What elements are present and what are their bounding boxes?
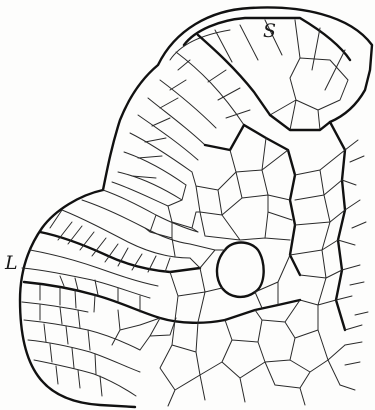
central-wall-2 bbox=[205, 125, 244, 150]
central-cells-1 bbox=[192, 138, 290, 215]
large-central-cell bbox=[217, 243, 264, 297]
central-cells-2 bbox=[200, 195, 292, 240]
left-arc-10 bbox=[28, 340, 140, 372]
upper-arc-5 bbox=[160, 80, 216, 128]
upper-wall-3 bbox=[198, 35, 270, 115]
right-spurs bbox=[336, 140, 368, 330]
upper-radial-1 bbox=[215, 20, 345, 90]
left-arc-9 bbox=[24, 320, 140, 350]
lower-spurs bbox=[340, 342, 362, 390]
left-arc-5 bbox=[112, 182, 168, 206]
left-wall-2 bbox=[24, 282, 225, 323]
left-arc-3 bbox=[82, 200, 190, 244]
right-cells bbox=[290, 150, 345, 305]
lower-cells-1 bbox=[170, 244, 225, 322]
lower-cells-2 bbox=[160, 255, 345, 406]
upper-arc-7 bbox=[138, 115, 198, 160]
upper-radial-2 bbox=[132, 60, 190, 178]
left-radials-3 bbox=[40, 285, 102, 396]
left-radials-1 bbox=[50, 210, 170, 272]
left-arc-11 bbox=[34, 360, 136, 396]
upper-radial-3 bbox=[208, 70, 250, 118]
junction-cells bbox=[145, 185, 200, 256]
central-wall-1 bbox=[244, 125, 300, 275]
s-thick-wall bbox=[270, 115, 330, 130]
left-radials-4 bbox=[112, 310, 176, 350]
label-s: S bbox=[263, 20, 276, 42]
upper-arc-6 bbox=[148, 98, 205, 145]
label-l: L bbox=[5, 252, 18, 274]
